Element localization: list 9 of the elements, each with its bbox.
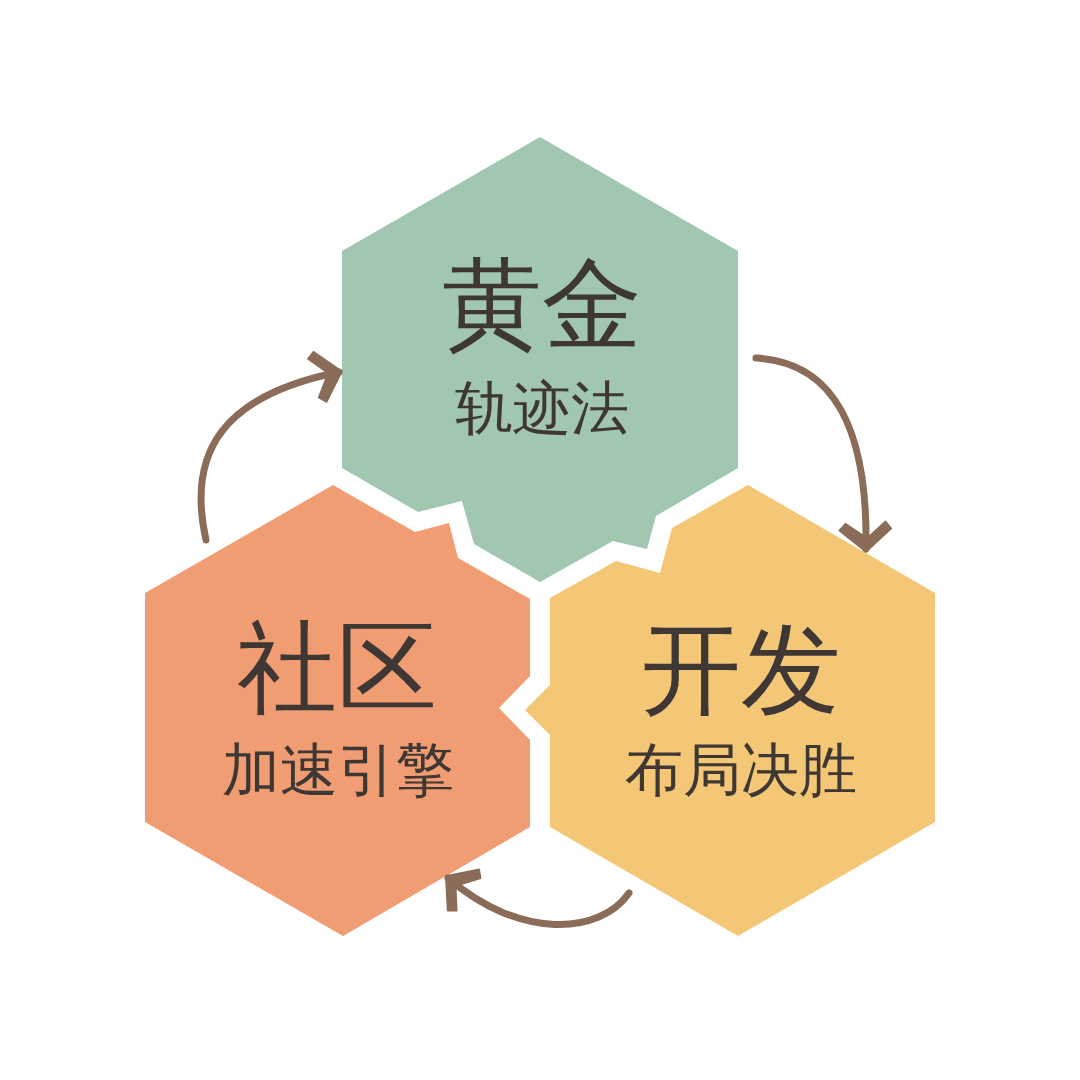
hexagon-tile (145, 485, 530, 936)
hexagon-tile (342, 137, 738, 582)
heading: 黄金 (442, 255, 642, 355)
heading: 开发 (641, 620, 841, 720)
heading: 社区 (237, 618, 437, 718)
subheading: 布局决胜 (625, 741, 857, 799)
subheading: 加速引擎 (222, 741, 454, 799)
hexagon-tile (525, 485, 935, 936)
subheading: 轨迹法 (455, 379, 629, 437)
